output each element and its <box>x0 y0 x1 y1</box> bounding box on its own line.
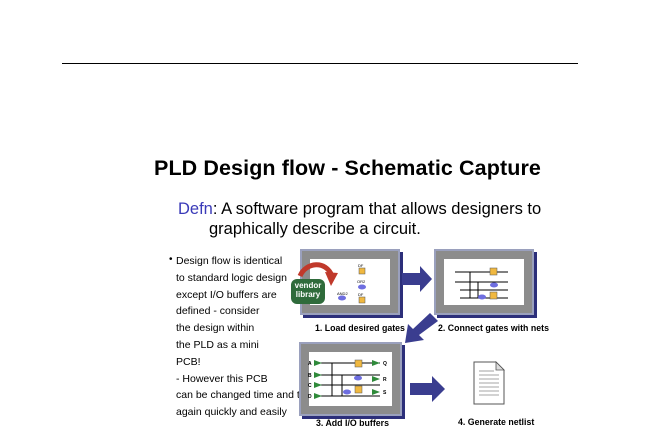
bullet-mark: • <box>169 254 173 265</box>
arrow-right-icon <box>402 266 432 292</box>
bullet-line: Design flow is identical <box>176 255 283 267</box>
io-schematic-icon <box>316 362 380 397</box>
io-output-label: Q <box>383 361 387 367</box>
netlist-document-icon <box>473 361 505 405</box>
io-gate-icon <box>343 389 351 395</box>
gate-label: OR2 <box>357 279 366 284</box>
gate-label: AND2 <box>337 291 348 296</box>
definition: Defn: A software program that allows des… <box>178 199 541 239</box>
bullet-line: to standard logic design <box>176 271 287 284</box>
bullet-line: the PLD as a mini <box>176 338 259 351</box>
bullet-line: can be changed time and time <box>176 389 317 402</box>
io-input-label: C <box>308 383 312 389</box>
gate-label: DF <box>358 292 364 297</box>
io-output-label: R <box>383 377 387 383</box>
arrow-down-left-icon <box>405 313 438 343</box>
io-input-label: B <box>308 373 312 379</box>
gate-or2-icon <box>358 284 366 290</box>
bullet-line: PCB! <box>176 355 201 368</box>
slide-title: PLD Design flow - Schematic Capture <box>154 156 541 180</box>
step-caption-2: 2. Connect gates with nets <box>438 323 549 333</box>
bullet-line: again quickly and easily <box>176 406 287 419</box>
io-output-label: S <box>383 390 387 396</box>
curved-arrow-head-icon <box>325 272 338 286</box>
vendor-library-label: library <box>295 290 321 299</box>
vendor-library-icon: vendor library <box>291 279 325 304</box>
bullet-text: • Design flow is identical to standard l… <box>163 253 317 421</box>
defn-keyword: Defn <box>178 200 213 218</box>
io-input-label: A <box>308 361 312 367</box>
step-caption-1: 1. Load desired gates <box>315 323 405 333</box>
defn-line-2: graphically describe a circuit. <box>209 220 421 238</box>
vendor-library-label: vendor <box>294 281 322 290</box>
gate-df-icon <box>358 267 366 275</box>
io-gate-icon <box>354 375 362 381</box>
bullet-line: the design within <box>176 322 255 335</box>
io-input-label: D <box>308 394 312 400</box>
netlist-schematic-icon <box>455 271 508 299</box>
gate-label: DF <box>358 263 364 268</box>
io-gate-icon <box>354 359 363 368</box>
gate-and2-icon <box>338 295 346 301</box>
bullet-line: defined - consider <box>176 305 260 318</box>
defn-line-1: : A software program that allows designe… <box>212 200 542 218</box>
arrow-right-icon <box>410 376 445 402</box>
net-gate-icon <box>489 267 498 276</box>
output-buffer-icon <box>372 360 380 395</box>
net-gate-icon <box>490 282 498 288</box>
bullet-line: except I/O buffers are <box>176 288 277 301</box>
gate-df-icon <box>358 296 366 304</box>
io-gate-icon <box>354 385 363 394</box>
header-rule <box>62 63 578 64</box>
step-caption-3: 3. Add I/O buffers <box>316 418 389 428</box>
input-buffer-icon <box>314 360 322 399</box>
net-gate-icon <box>489 291 498 300</box>
net-gate-icon <box>478 294 486 300</box>
bullet-line: - However this PCB <box>176 372 268 385</box>
step-caption-4: 4. Generate netlist <box>458 417 535 427</box>
